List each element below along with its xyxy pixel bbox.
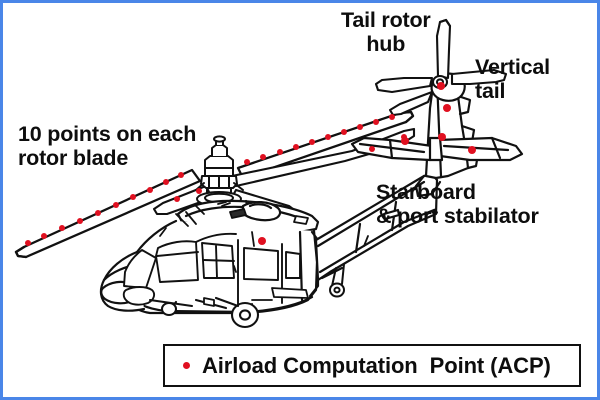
label-rotor-blade: 10 points on each rotor blade: [18, 122, 197, 171]
acp-point-main-rotor-blade-forward-left-1: [24, 239, 32, 247]
acp-point-vertical-tail-1: [442, 103, 452, 113]
cockpit-windows: [122, 232, 301, 306]
acp-point-main-rotor-blade-aft-right-8: [356, 123, 364, 131]
tail-rotor: [374, 18, 508, 117]
acp-point-main-rotor-blade-forward-left-4: [76, 217, 84, 225]
acp-point-port-stabilator-1: [400, 136, 410, 146]
acp-point-main-rotor-blade-forward-left-10: [177, 171, 185, 179]
label-vertical-tail: Vertical tail: [475, 55, 550, 104]
main-rotor-blade-forward-left: [14, 168, 202, 259]
acp-point-main-rotor-blade-forward-left-9: [162, 178, 170, 186]
label-tail-rotor-hub: Tail rotor hub: [341, 8, 431, 57]
acp-point-main-rotor-blade-aft-right-10: [388, 113, 396, 121]
acp-point-main-rotor-blade-aft-right-5: [308, 138, 316, 146]
acp-dot-marker-icon: [183, 362, 190, 369]
acp-point-main-rotor-blade-forward-left-6: [112, 201, 120, 209]
tail-landing-gear: [329, 263, 345, 298]
main-landing-gear: [148, 296, 260, 329]
acp-point-main-rotor-blade-aft-right-7: [340, 128, 348, 136]
acp-point-vertical-tail-2: [437, 132, 447, 142]
acp-point-tail-rotor-hub-1: [436, 81, 446, 91]
acp-point-main-rotor-blade-right-stub-2: [368, 145, 376, 153]
acp-point-starboard-stabilator-1: [467, 145, 477, 155]
acp-point-main-rotor-blade-aft-right-2: [259, 153, 267, 161]
stabilator: [350, 136, 524, 162]
acp-point-fuselage-1: [258, 237, 266, 245]
acp-point-main-rotor-blade-aft-right-6: [324, 133, 332, 141]
acp-point-main-rotor-blade-left-stub-2: [195, 187, 203, 195]
acp-point-main-rotor-blade-left-stub-1: [173, 195, 181, 203]
acp-point-main-rotor-blade-forward-left-8: [146, 186, 154, 194]
label-stabilator: Starboard & port stabilator: [376, 180, 539, 229]
acp-point-main-rotor-blade-aft-right-9: [372, 118, 380, 126]
acp-point-main-rotor-blade-forward-left-5: [94, 209, 102, 217]
legend-label: Airload Computation Point (ACP): [202, 352, 551, 378]
legend-box: Airload Computation Point (ACP): [163, 344, 581, 387]
acp-point-main-rotor-blade-forward-left-2: [40, 232, 48, 240]
acp-point-main-rotor-blade-forward-left-7: [129, 193, 137, 201]
external-details: [159, 201, 369, 307]
acp-point-main-rotor-blade-aft-right-3: [276, 148, 284, 156]
acp-point-main-rotor-blade-aft-right-1: [243, 158, 251, 166]
acp-point-main-rotor-blade-forward-left-3: [58, 224, 66, 232]
acp-point-main-rotor-blade-aft-right-4: [292, 143, 300, 151]
